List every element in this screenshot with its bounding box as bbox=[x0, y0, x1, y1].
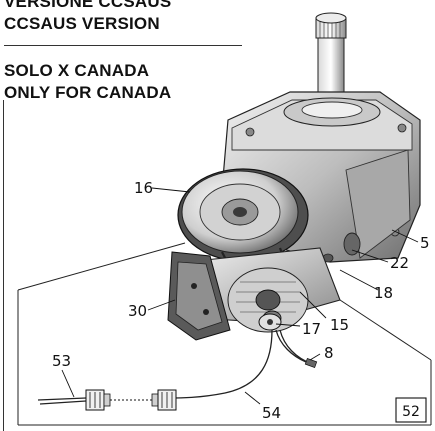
connector-54 bbox=[151, 389, 177, 411]
header-line-4: ONLY FOR CANADA bbox=[4, 83, 172, 102]
cable-clamp bbox=[258, 313, 282, 331]
header-line-1: VERSIONE CCSAUS bbox=[4, 0, 172, 11]
leader-lines bbox=[61, 187, 419, 405]
callout-30: 30 bbox=[128, 302, 147, 320]
callout-8: 8 bbox=[324, 344, 334, 362]
left-margin-rule bbox=[3, 100, 4, 431]
callout-17: 17 bbox=[302, 320, 321, 338]
callout-53: 53 bbox=[52, 352, 71, 370]
wire-tip-8 bbox=[304, 358, 318, 368]
callout-5: 5 bbox=[420, 234, 430, 252]
motor-bracket bbox=[167, 251, 231, 341]
callout-22: 22 bbox=[390, 254, 409, 272]
connector-53 bbox=[85, 389, 111, 411]
detail-frame bbox=[17, 242, 432, 426]
callout-16: 16 bbox=[134, 179, 153, 197]
callout-54: 54 bbox=[262, 404, 281, 422]
page-number: 52 bbox=[402, 404, 420, 420]
electric-motor bbox=[195, 247, 341, 333]
page-number-badge: 52 bbox=[395, 397, 427, 423]
belt-pulley bbox=[177, 168, 309, 262]
callout-18: 18 bbox=[374, 284, 393, 302]
header-line-3: SOLO X CANADA bbox=[4, 61, 150, 80]
header-divider bbox=[4, 45, 242, 46]
callout-15: 15 bbox=[330, 316, 349, 334]
header-line-2: CCSAUS VERSION bbox=[4, 14, 160, 33]
